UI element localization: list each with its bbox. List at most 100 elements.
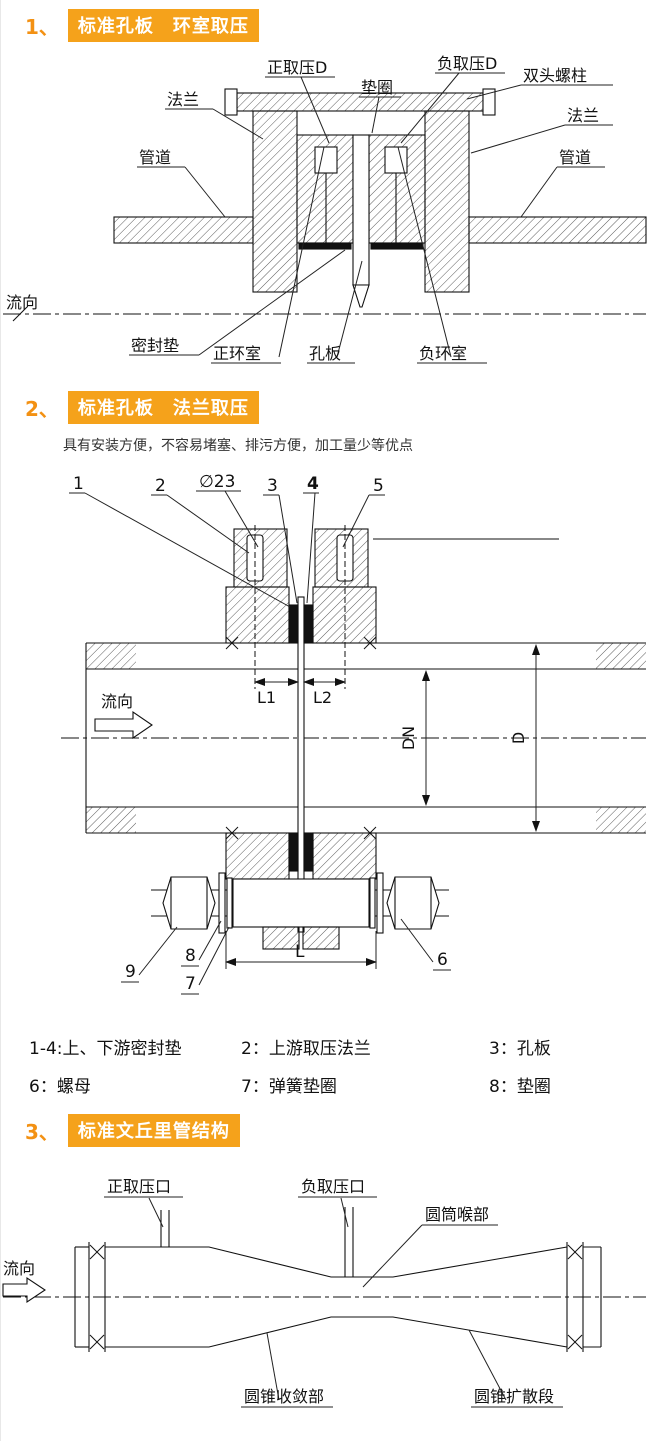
section3-header: 3、 标准文丘里管结构 [1, 1105, 647, 1152]
label-pipe-right: 管道 [559, 148, 591, 167]
section3-title: 标准文丘里管结构 [67, 1114, 240, 1147]
seal-gasket-left [298, 242, 352, 250]
stud-bolt-bar [236, 92, 484, 112]
label-flow-2: 流向 [101, 692, 133, 711]
callout-4: 4 [307, 474, 319, 494]
dim-dn: DN [399, 726, 418, 750]
label-orifice-plate: 孔板 [309, 344, 341, 363]
label-pos-tap: 正取压D [267, 58, 327, 77]
dim-l1: L1 [257, 688, 276, 707]
callout-dia: ∅23 [199, 472, 235, 492]
section1-title: 标准孔板 环室取压 [67, 9, 259, 42]
label-flange-right: 法兰 [567, 106, 599, 125]
annular-labels: 法兰 正取压D 垫圈 负取压D 双头螺柱 法兰 管道 管道 流向 密封垫 正环室… [6, 54, 599, 363]
label-pipe-left: 管道 [139, 148, 171, 167]
gasket-top-left [288, 604, 299, 644]
washer-left [218, 872, 226, 934]
legend-item-nut: 6：螺母 [29, 1077, 91, 1097]
section3-number: 3、 [25, 1120, 59, 1144]
label-flow-1: 流向 [6, 293, 38, 312]
callout-3: 3 [267, 476, 278, 496]
orifice-plate-2 [297, 596, 305, 933]
section2-subtitle: 具有安装方便，不容易堵塞、排污方便，加工量少等优点 [63, 438, 413, 454]
seal-gasket-right [370, 242, 424, 250]
chamber-left-cavity [314, 146, 338, 174]
flow-break-tick [12, 306, 28, 322]
flange-labels: 1 2 ∅23 3 4 5 流向 L1 L2 DN D L 9 8 7 6 [73, 472, 528, 994]
diagram-annular-chamber: 法兰 正取压D 垫圈 负取压D 双头螺柱 法兰 管道 管道 流向 密封垫 正环室… [3, 54, 647, 364]
lower-body [232, 878, 370, 928]
legend-item-washer: 8：垫圈 [489, 1077, 551, 1097]
flange-left-body [252, 110, 298, 293]
label-neg-chamber: 负环室 [419, 344, 467, 363]
stud-nut-left [224, 88, 238, 116]
pipe-wall-hatch-tr [596, 643, 646, 669]
label-gasket-ring: 垫圈 [361, 78, 393, 97]
callout-5: 5 [373, 476, 384, 496]
lower-foot-left [262, 926, 300, 950]
callout-6: 6 [437, 950, 448, 970]
spring-washer-left [226, 877, 233, 929]
flange-diagram-geometry [61, 525, 646, 950]
flange-leader-lines [69, 490, 451, 995]
annular-diagram-geometry [3, 88, 647, 322]
section1-header: 1、 标准孔板 环室取压 [1, 0, 647, 47]
callout-7: 7 [185, 974, 196, 994]
legend-item-orifice: 3：孔板 [489, 1039, 551, 1059]
callout-1: 1 [73, 474, 84, 494]
pipe-wall-hatch-bl [86, 807, 136, 833]
dimension-lines [225, 644, 540, 969]
label-pos-chamber: 正环室 [213, 344, 261, 363]
flow-arrow-3 [2, 1276, 46, 1304]
venturi-geometry [3, 1207, 646, 1352]
diagram-venturi: 正取压口 负取压口 圆筒喉部 流向 圆锥收敛部 圆锥扩散段 [2, 1177, 646, 1408]
callout-9: 9 [125, 962, 136, 982]
pipe-wall-hatch-br [596, 807, 646, 833]
venturi-bottom-profile [105, 1316, 568, 1348]
pipe-right-wall [468, 216, 647, 244]
lower-flange-right [312, 832, 377, 880]
dim-l2: L2 [313, 688, 332, 707]
callout-8: 8 [185, 946, 196, 966]
legend-item-upstream-flange: 2：上游取压法兰 [241, 1039, 371, 1059]
diagram-flange-tapping: 1 2 ∅23 3 4 5 流向 L1 L2 DN D L 9 8 7 6 [61, 472, 646, 995]
pipe-wall-hatch-tl [86, 643, 136, 669]
label-neg-port: 负取压口 [301, 1177, 365, 1196]
legend: 1-4:上、下游密封垫 2：上游取压法兰 3：孔板 6：螺母 7：弹簧垫圈 8：… [1, 1022, 647, 1105]
dim-l: L [295, 942, 305, 962]
gasket-top-right [303, 604, 314, 644]
label-pos-port: 正取压口 [107, 1177, 171, 1196]
spring-washer-right [369, 877, 376, 929]
pipe-left-wall [113, 216, 254, 244]
label-stud-bolt: 双头螺柱 [523, 66, 587, 85]
annular-leader-lines [129, 72, 613, 364]
label-convergent: 圆锥收敛部 [244, 1387, 324, 1406]
section1-number: 1、 [25, 15, 59, 39]
orifice-plate [352, 134, 370, 286]
venturi-leader-lines [104, 1196, 563, 1408]
lower-flange-left [225, 832, 290, 880]
stud-nut-right [482, 88, 496, 116]
orifice-plate-tip [352, 284, 370, 308]
section2-number: 2、 [25, 397, 59, 421]
label-seal-gasket: 密封垫 [131, 336, 179, 355]
section2-title: 标准孔板 法兰取压 [67, 391, 259, 424]
lower-foot-right [302, 926, 340, 950]
gasket-bottom-left [288, 832, 299, 872]
weld-marks-entrance [89, 1244, 105, 1350]
label-flange-left: 法兰 [167, 90, 199, 109]
weld-marks-exit [567, 1244, 583, 1350]
section2-header: 2、 标准孔板 法兰取压 [1, 382, 647, 429]
label-divergent: 圆锥扩散段 [474, 1387, 554, 1406]
venturi-top-profile [105, 1246, 568, 1278]
gasket-bottom-right [303, 832, 314, 872]
legend-item-gaskets: 1-4:上、下游密封垫 [29, 1039, 182, 1059]
label-throat: 圆筒喉部 [425, 1205, 489, 1224]
venturi-labels: 正取压口 负取压口 圆筒喉部 流向 圆锥收敛部 圆锥扩散段 [3, 1177, 554, 1406]
flange-right-body [424, 110, 470, 293]
washer-right [376, 872, 384, 934]
flow-arrow-2 [94, 710, 153, 740]
callout-2: 2 [155, 476, 166, 496]
dim-d: D [509, 732, 528, 744]
